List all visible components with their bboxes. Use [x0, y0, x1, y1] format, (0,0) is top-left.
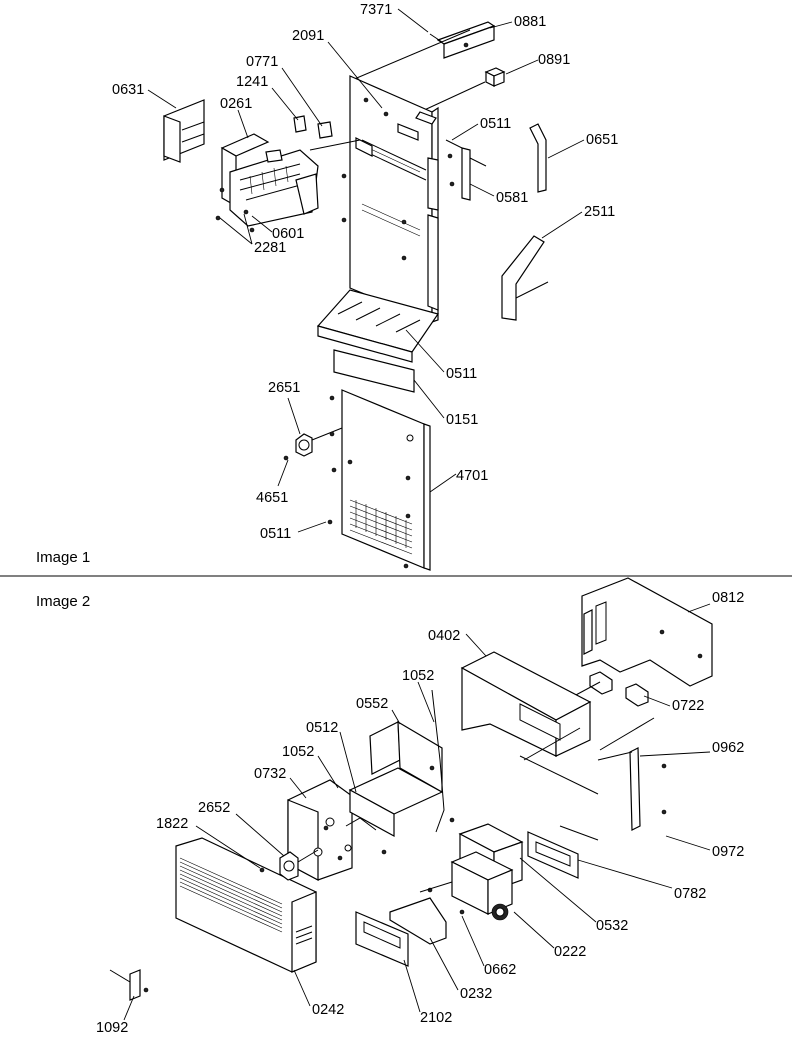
part-0812 — [581, 577, 713, 687]
callout-0261: 0261 — [220, 96, 252, 112]
callout-1822: 1822 — [156, 816, 188, 832]
part-0151 — [316, 289, 439, 393]
callout-7371: 7371 — [360, 2, 392, 18]
callout-2651: 2651 — [268, 380, 300, 396]
part-0782 — [527, 825, 599, 879]
callout-0222: 0222 — [554, 944, 586, 960]
image1-callouts: 7371 0881 2091 0891 0771 1241 0631 0261 … — [112, 2, 618, 542]
callout-0511-b: 0511 — [446, 366, 477, 382]
image1-leaders — [147, 8, 585, 533]
callout-0402: 0402 — [428, 628, 460, 644]
part-0402 — [460, 651, 592, 757]
callout-4701: 4701 — [456, 468, 488, 484]
part-2102 — [355, 911, 409, 967]
callout-0972: 0972 — [712, 844, 744, 860]
callout-0782: 0782 — [674, 886, 706, 902]
part-0722 — [547, 671, 655, 751]
callout-0662: 0662 — [484, 962, 516, 978]
image2-diagram: Image 2 — [36, 577, 744, 1036]
callout-4651: 4651 — [256, 490, 288, 506]
part-1092 — [109, 969, 149, 1001]
callout-1052-b: 1052 — [282, 744, 314, 760]
part-0261-icemaker — [215, 115, 361, 233]
part-0222 — [419, 851, 514, 921]
part-0232 — [389, 897, 447, 945]
callout-0812: 0812 — [712, 590, 744, 606]
callout-0532: 0532 — [596, 918, 628, 934]
callout-1241: 1241 — [236, 74, 268, 90]
image2-leaders — [123, 603, 711, 1021]
callout-0151: 0151 — [446, 412, 478, 428]
part-2511 — [501, 235, 549, 321]
callout-1052: 1052 — [402, 668, 434, 684]
callout-0601: 0601 — [272, 226, 304, 242]
callout-0631: 0631 — [112, 82, 144, 98]
image2-callouts: 0812 0402 0722 1052 0552 0512 1052 0732 … — [96, 590, 744, 1036]
part-1052-wire — [431, 689, 445, 833]
part-0552 — [348, 720, 444, 855]
image1-caption: Image 1 — [36, 549, 90, 566]
callout-2511: 2511 — [584, 204, 615, 220]
part-0891 — [484, 67, 506, 87]
callout-0242: 0242 — [312, 1002, 344, 1018]
part-1052-wire-b — [345, 817, 377, 831]
callout-0581: 0581 — [496, 190, 528, 206]
callout-2102: 2102 — [420, 1010, 452, 1026]
callout-0771: 0771 — [246, 54, 278, 70]
part-4701-panel — [327, 389, 431, 571]
callout-2652: 2652 — [198, 800, 230, 816]
callout-0722: 0722 — [672, 698, 704, 714]
callout-0232: 0232 — [460, 986, 492, 1002]
part-0651 — [529, 123, 547, 193]
part-0962 — [597, 747, 667, 831]
callout-0962: 0962 — [712, 740, 744, 756]
callout-2091: 2091 — [292, 28, 324, 44]
callout-0511: 0511 — [480, 116, 511, 132]
callout-0552: 0552 — [356, 696, 388, 712]
part-2651 — [283, 427, 343, 461]
callout-0511-c: 0511 — [260, 526, 291, 542]
image1-diagram: 7371 0881 2091 0891 0771 1241 0631 0261 … — [36, 2, 618, 571]
part-0581 — [445, 139, 487, 201]
part-0881 — [429, 21, 496, 59]
callout-0512: 0512 — [306, 720, 338, 736]
part-0631 — [163, 99, 205, 163]
image2-caption: Image 2 — [36, 593, 90, 610]
callout-0881: 0881 — [514, 14, 546, 30]
part-2091-panel — [341, 75, 439, 323]
callout-1092: 1092 — [96, 1020, 128, 1036]
callout-0651: 0651 — [586, 132, 618, 148]
part-2652 — [259, 849, 319, 881]
callout-0732: 0732 — [254, 766, 286, 782]
callout-0891: 0891 — [538, 52, 570, 68]
part-0242 — [175, 837, 317, 973]
callout-2281: 2281 — [254, 240, 286, 256]
